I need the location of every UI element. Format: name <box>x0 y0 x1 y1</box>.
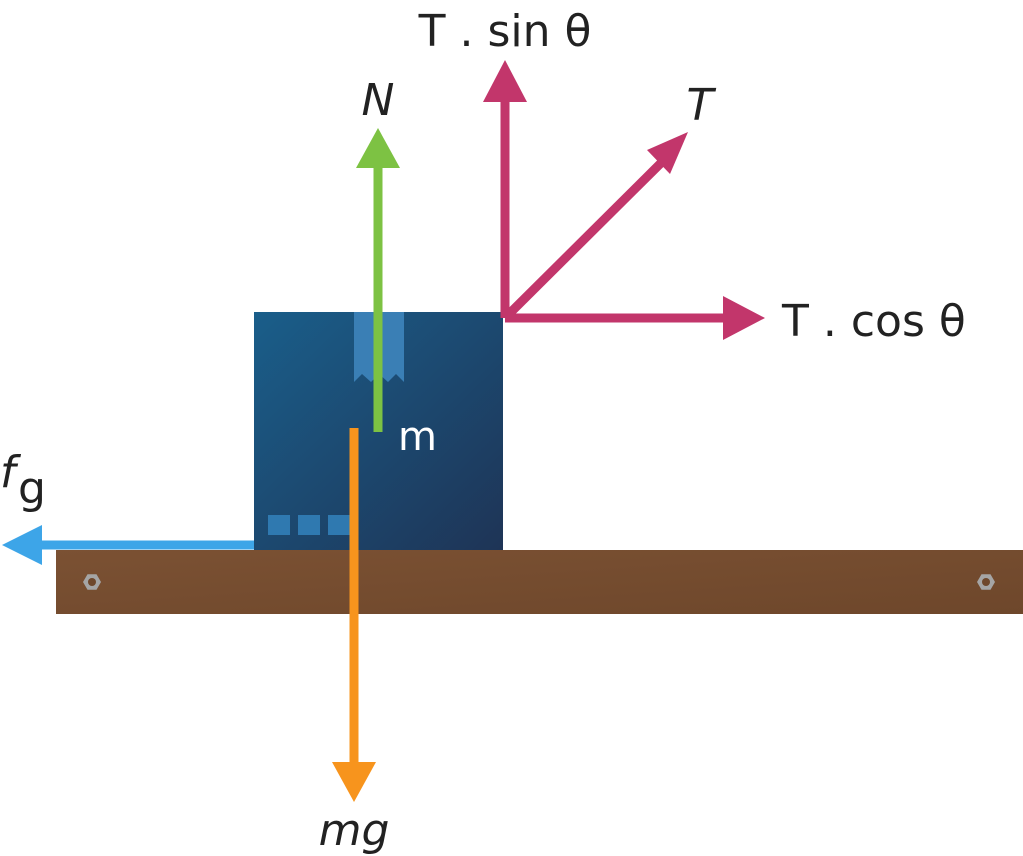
tension-label: T <box>687 80 717 131</box>
normal-label: N <box>362 75 395 126</box>
tension-cos-label: T . cos θ <box>781 296 966 347</box>
weight-label: mg <box>319 805 390 856</box>
tension-sin-label: T . sin θ <box>418 6 592 57</box>
weight-arrow <box>332 428 376 802</box>
tension-sin-arrow <box>483 60 527 318</box>
tension-arrow <box>501 132 688 322</box>
box-label-marks <box>268 515 350 535</box>
friction-subscript: g <box>18 463 46 514</box>
bolt-right-icon <box>977 574 995 590</box>
normal-arrow <box>356 128 400 432</box>
bolt-left-icon <box>83 574 101 590</box>
friction-arrow <box>2 525 254 565</box>
surface <box>56 550 1023 614</box>
tension-cos-arrow <box>505 296 765 340</box>
mass-label: m <box>398 414 437 460</box>
